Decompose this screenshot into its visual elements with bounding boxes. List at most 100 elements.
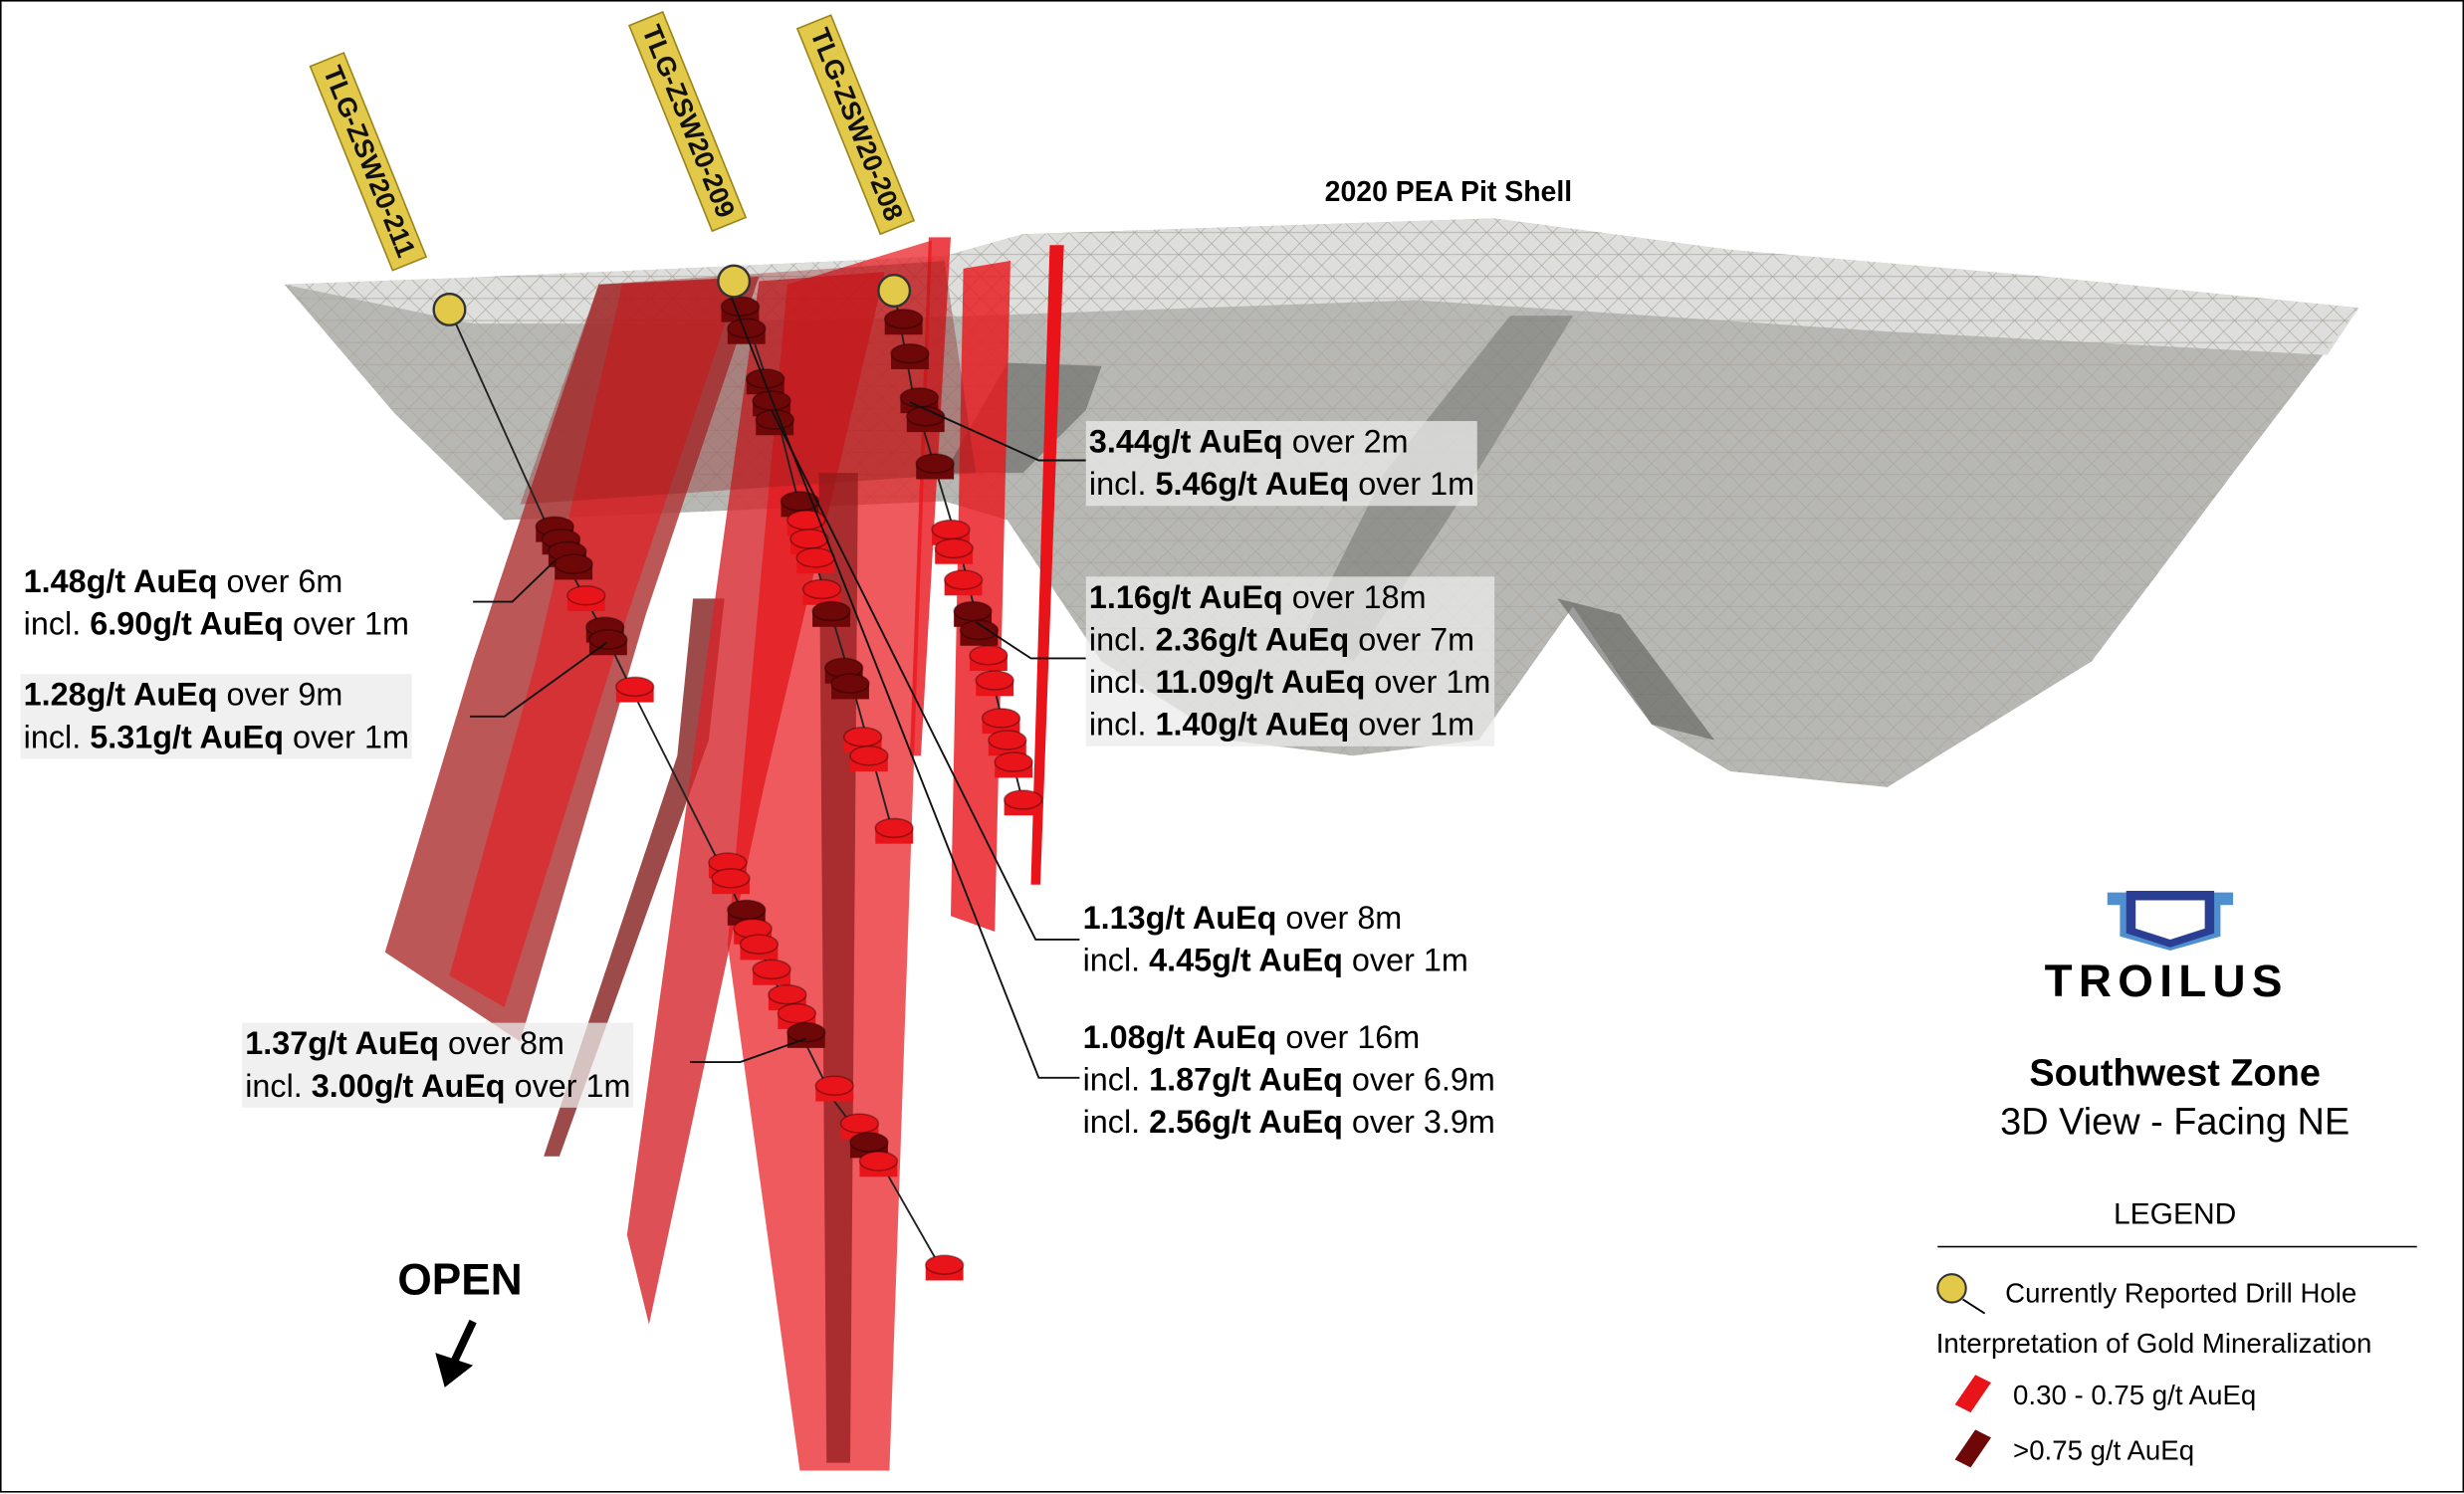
high-grade-interval — [752, 390, 791, 417]
interval-text: over 8m — [1276, 900, 1403, 937]
collar-legend-icon — [1936, 1273, 1967, 1304]
interval-text: over 1m — [284, 719, 409, 756]
low-grade-interval — [943, 569, 984, 596]
collar-211 — [432, 292, 467, 326]
grade-value: 3.44g/t AuEq — [1088, 424, 1283, 461]
intercept-line: incl. 6.90g/t AuEq over 1m — [24, 603, 409, 646]
grade-value: 3.00g/t AuEq — [311, 1068, 506, 1105]
grade-value: 1.28g/t AuEq — [23, 677, 218, 714]
interval-text: over 1m — [505, 1068, 631, 1105]
legend-drill-hole: Currently Reported Drill Hole — [2005, 1277, 2357, 1309]
intercept-line: 1.08g/t AuEq over 16m — [1083, 1016, 1495, 1059]
high-grade-interval — [959, 619, 1000, 646]
legend-interpretation: Interpretation of Gold Mineralization — [1935, 1327, 2372, 1360]
intercept-line: 1.16g/t AuEq over 18m — [1089, 576, 1490, 619]
grade-value: 5.46g/t AuEq — [1155, 466, 1350, 504]
low-grade-interval — [981, 708, 1021, 735]
high-grade-interval — [554, 553, 593, 580]
interval-text: over 8m — [439, 1025, 564, 1063]
high-grade-interval — [906, 406, 946, 433]
interval-text: over 3.9m — [1342, 1104, 1495, 1141]
interval-text: incl. — [23, 719, 91, 756]
grade-value: 6.90g/t AuEq — [90, 606, 285, 643]
grade-value: 2.56g/t AuEq — [1149, 1104, 1343, 1141]
low-grade-interval — [711, 868, 751, 895]
open-label: OPEN — [397, 1255, 523, 1305]
low-grade-interval — [1003, 789, 1043, 816]
interval-text: incl. — [245, 1068, 312, 1105]
high-grade-interval — [720, 296, 761, 322]
high-grade-interval — [588, 629, 628, 656]
intercept-line: incl. 11.09g/t AuEq over 1m — [1089, 662, 1490, 705]
interval-text: incl. — [1088, 622, 1156, 659]
view-subtitle: 3D View - Facing NE — [2000, 1101, 2351, 1145]
collar-208 — [877, 274, 912, 308]
low-grade-interval — [814, 1075, 854, 1102]
troilus-logo-icon — [2107, 891, 2234, 951]
grade-value: 4.45g/t AuEq — [1149, 943, 1343, 979]
low-grade-interval — [801, 578, 842, 605]
interval-text: incl. — [1082, 1104, 1150, 1141]
high-grade-interval — [849, 1132, 889, 1159]
interval-text: incl. — [1082, 1062, 1150, 1099]
interval-text: incl. — [23, 606, 91, 643]
high-grade-swatch — [1954, 1429, 1991, 1468]
interval-text: over 16m — [1276, 1019, 1421, 1056]
interval-text: incl. — [1088, 707, 1156, 744]
interval-text: over 1m — [284, 606, 409, 643]
grade-value: 1.13g/t AuEq — [1082, 900, 1277, 937]
low-grade-interval — [849, 745, 889, 772]
intercept-line: incl. 5.46g/t AuEq over 1m — [1089, 464, 1474, 507]
collars — [432, 264, 912, 326]
high-grade-interval — [915, 453, 955, 480]
intercept-line: 1.13g/t AuEq over 8m — [1083, 897, 1468, 940]
legend-divider — [1937, 1245, 2417, 1248]
interval-text: incl. — [1088, 466, 1156, 504]
intercept-line: incl. 3.00g/t AuEq over 1m — [245, 1065, 630, 1108]
high-grade-interval — [727, 318, 767, 344]
grade-value: 11.09g/t AuEq — [1155, 664, 1366, 702]
legend-title: LEGEND — [2113, 1198, 2237, 1232]
brand-name: TROILUS — [2044, 957, 2289, 1007]
low-grade-interval — [839, 1113, 880, 1140]
intercept-line: incl. 2.36g/t AuEq over 7m — [1089, 619, 1490, 662]
low-grade-interval — [614, 676, 655, 703]
intercept-line: incl. 5.31g/t AuEq over 1m — [24, 717, 409, 759]
grade-value: 1.16g/t AuEq — [1088, 579, 1283, 616]
grade-value: 1.87g/t AuEq — [1149, 1062, 1343, 1099]
low-grade-interval — [988, 730, 1027, 756]
legend-swatches — [1936, 1273, 1991, 1468]
grade-value: 1.40g/t AuEq — [1155, 707, 1350, 744]
high-grade-interval — [727, 899, 767, 926]
low-grade-interval — [752, 959, 791, 985]
high-grade-interval — [786, 1021, 826, 1048]
grade-value: 5.31g/t AuEq — [90, 719, 285, 756]
low-grade-interval — [994, 751, 1033, 778]
low-grade-swatch — [1954, 1375, 1991, 1413]
high-grade-interval — [811, 600, 851, 627]
high-grade-interval — [890, 342, 930, 369]
interval-text: over 1m — [1349, 707, 1475, 744]
open-arrow-icon — [435, 1319, 477, 1387]
high-grade-interval — [745, 368, 785, 395]
interval-text: over 6.9m — [1342, 1062, 1495, 1099]
low-grade-interval — [566, 584, 606, 612]
legend-low-grade: 0.30 - 0.75 g/t AuEq — [2013, 1379, 2257, 1411]
high-grade-interval — [830, 673, 870, 700]
low-grade-interval — [739, 934, 780, 960]
intercept-line: incl. 4.45g/t AuEq over 1m — [1083, 940, 1468, 982]
low-grade-interval — [969, 644, 1008, 672]
intercept-line: incl. 1.87g/t AuEq over 6.9m — [1083, 1059, 1495, 1102]
interval-text: over 9m — [217, 677, 343, 714]
intercept-line: 1.28g/t AuEq over 9m — [24, 674, 409, 717]
interval-text: over 18m — [1282, 579, 1427, 616]
interval-text: over 6m — [217, 563, 343, 600]
